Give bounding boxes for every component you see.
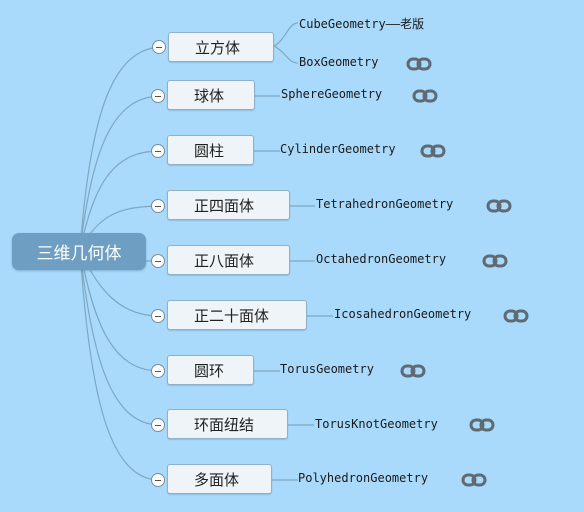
subtopic-label[interactable]: TetrahedronGeometry: [316, 197, 454, 211]
collapse-icon[interactable]: [151, 364, 165, 378]
topic-cube[interactable]: 立方体: [168, 32, 274, 62]
root-topic[interactable]: 三维几何体: [12, 233, 146, 270]
link-icon[interactable]: [482, 254, 508, 268]
topic-label: 球体: [194, 86, 225, 105]
topic-icosahedron[interactable]: 正二十面体: [167, 300, 307, 330]
subtopic-label[interactable]: CubeGeometry——老版: [299, 17, 425, 31]
subtopic-label[interactable]: IcosahedronGeometry: [334, 307, 472, 321]
link-icon[interactable]: [420, 144, 446, 158]
collapse-icon[interactable]: [151, 418, 165, 432]
topic-tetrahedron[interactable]: 正四面体: [167, 190, 290, 220]
collapse-icon[interactable]: [151, 309, 165, 323]
subtopic-label[interactable]: TorusKnotGeometry: [315, 417, 438, 431]
collapse-icon[interactable]: [151, 473, 165, 487]
collapse-icon[interactable]: [151, 89, 165, 103]
link-icon[interactable]: [461, 473, 487, 487]
link-icon[interactable]: [412, 89, 438, 103]
subtopic-label[interactable]: PolyhedronGeometry: [298, 471, 429, 485]
subtopic-label[interactable]: CylinderGeometry: [280, 142, 396, 156]
topic-label: 正四面体: [194, 196, 255, 215]
topic-torus[interactable]: 圆环: [167, 355, 254, 385]
collapse-icon[interactable]: [152, 40, 166, 54]
link-icon[interactable]: [486, 199, 512, 213]
link-icon[interactable]: [503, 309, 529, 323]
collapse-icon[interactable]: [151, 254, 165, 268]
subtopic-label[interactable]: BoxGeometry: [299, 55, 379, 69]
subtopic-label[interactable]: SphereGeometry: [281, 87, 383, 101]
topic-polyhedron[interactable]: 多面体: [167, 464, 272, 494]
link-icon[interactable]: [469, 418, 495, 432]
topic-label: 环面纽结: [194, 415, 255, 434]
topic-sphere[interactable]: 球体: [167, 80, 255, 110]
subtopic-label[interactable]: TorusGeometry: [280, 362, 374, 376]
topic-octahedron[interactable]: 正八面体: [167, 245, 290, 275]
collapse-icon[interactable]: [151, 144, 165, 158]
topic-label: 正二十面体: [194, 306, 270, 325]
subtopic-label[interactable]: OctahedronGeometry: [316, 252, 447, 266]
topic-label: 圆环: [194, 361, 225, 380]
link-icon[interactable]: [400, 364, 426, 378]
topic-label: 正八面体: [194, 251, 255, 270]
root-topic-label: 三维几何体: [36, 244, 122, 264]
topic-label: 圆柱: [194, 141, 225, 160]
collapse-icon[interactable]: [151, 199, 165, 213]
topic-cylinder[interactable]: 圆柱: [167, 135, 254, 165]
topic-label: 立方体: [195, 38, 241, 57]
topic-label: 多面体: [194, 470, 240, 489]
topic-torus-knot[interactable]: 环面纽结: [167, 409, 288, 439]
link-icon[interactable]: [406, 57, 432, 71]
